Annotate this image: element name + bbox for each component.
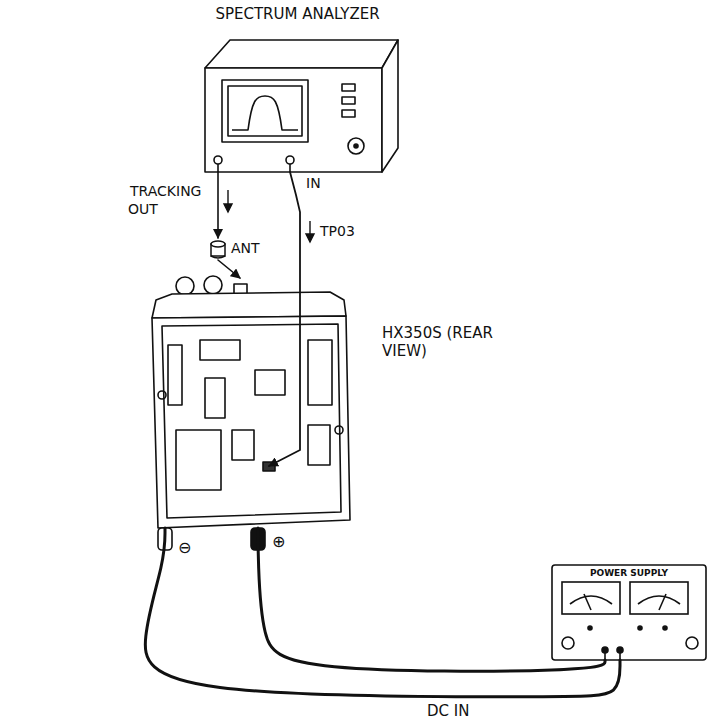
- switch-dot: [638, 626, 642, 630]
- cabinet-front: [205, 68, 382, 172]
- top-plate: [152, 292, 346, 318]
- node-label: POWER SUPPLY: [552, 568, 706, 579]
- board-part: [176, 430, 221, 490]
- radio-body: [152, 316, 350, 528]
- adapter-arrow: [218, 260, 240, 278]
- meter-scale: [570, 596, 612, 604]
- board-part: [308, 425, 330, 465]
- meter-needle: [659, 594, 666, 610]
- direction-arrow-head: [224, 204, 232, 212]
- label-holder: ⊖: [176, 538, 193, 557]
- radio-board: HX350S (REAR VIEW): [150, 278, 350, 528]
- meter: [562, 582, 620, 614]
- antenna-adapter: ANT: [209, 238, 269, 260]
- polarity-mark: ⊕: [270, 532, 287, 551]
- board-part: [168, 345, 182, 405]
- knob: [348, 138, 364, 154]
- supply-case: [552, 565, 706, 660]
- switch-dot: [663, 626, 667, 630]
- board-part: [232, 430, 254, 460]
- meter: [630, 582, 688, 614]
- radio-drawing: [152, 276, 350, 550]
- port-label: IN: [304, 175, 323, 191]
- power-wire: [258, 528, 605, 671]
- meter-scale: [638, 596, 680, 604]
- cable-stub: [289, 164, 291, 172]
- top-knob: [204, 276, 222, 294]
- meter-needle: [584, 594, 591, 610]
- instrument-box: SPECTRUM ANALYZER: [185, 5, 414, 172]
- node-label: HX350S (REAR VIEW): [382, 324, 502, 360]
- node-label: SPECTRUM ANALYZER: [185, 5, 410, 23]
- cabinet-side: [382, 40, 398, 172]
- node-label: ANT: [231, 240, 260, 257]
- switch-dot: [588, 626, 592, 630]
- spectrum-analyzer-drawing: [205, 40, 398, 172]
- polarity-mark: ⊖: [176, 538, 193, 557]
- adapter-bottom: [211, 256, 225, 258]
- adapter-symbol: [209, 240, 227, 260]
- button: [342, 84, 355, 91]
- port-tracking-out: [214, 156, 222, 164]
- supply-knob: [562, 637, 574, 649]
- screen-trace: [232, 96, 298, 130]
- terminal: [617, 647, 623, 653]
- knob-center: [354, 144, 358, 148]
- connector-label: TP03: [318, 223, 357, 239]
- button: [342, 97, 355, 104]
- screen-bezel: [222, 80, 308, 142]
- power-wire: [145, 528, 620, 697]
- supply-knob: [686, 637, 698, 649]
- adapter-top: [211, 241, 225, 247]
- board-part: [205, 378, 225, 418]
- screen: [228, 86, 302, 136]
- board-part: [308, 340, 332, 405]
- edge-label-holder: TRACKING OUT: [128, 182, 212, 218]
- cabinet-top: [205, 40, 398, 68]
- probe-cable: [269, 172, 300, 466]
- label-holder: ⊕: [270, 532, 287, 551]
- top-knob: [176, 277, 194, 295]
- label-holder: IN: [304, 174, 323, 192]
- board-part: [200, 340, 240, 360]
- board-part: [255, 370, 285, 395]
- power-supply-box: POWER SUPPLY: [552, 565, 710, 660]
- rf-cable: [217, 172, 219, 238]
- mount-hole: [158, 391, 166, 399]
- cable-stub: [217, 164, 219, 172]
- power-supply-drawing: [552, 565, 706, 660]
- edge-label-holder: TP03: [318, 222, 357, 240]
- button: [342, 110, 355, 117]
- connector-label: DC IN: [425, 702, 471, 720]
- edge-label-holder: DC IN: [425, 702, 471, 720]
- terminal: [602, 647, 608, 653]
- direction-arrow-head: [306, 234, 314, 242]
- mount-hole: [335, 426, 343, 434]
- connector-label: TRACKING OUT: [128, 183, 201, 217]
- board-frame: [162, 324, 341, 518]
- port-in: [286, 156, 294, 164]
